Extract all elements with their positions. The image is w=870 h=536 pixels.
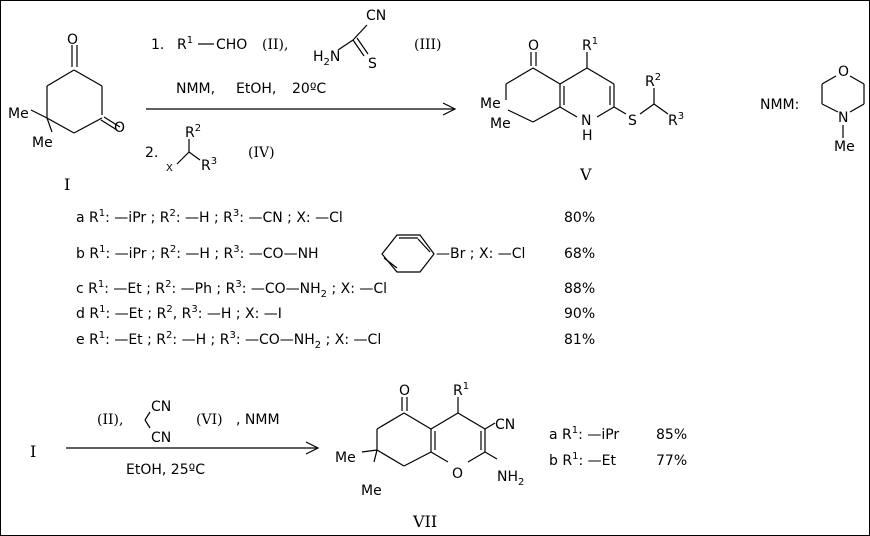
step1-r1: R1 (177, 35, 193, 53)
scheme2-conditions: EtOH, 25ºC (126, 462, 205, 478)
nmm-def-n: N (838, 110, 848, 126)
step1-reagents: 1. R1 CHO (II), CN H2N S (III) (151, 8, 442, 72)
step2-number: 2. (145, 145, 158, 161)
row-c-yield: 88% (564, 281, 595, 297)
compound-I-me1: Me (8, 106, 29, 122)
step2-x: X (166, 163, 173, 174)
product-V-structure: O R1 Me Me N H S R2 R3 V (480, 36, 684, 184)
scheme2-cn1: CN (151, 399, 171, 415)
product-VII-o: O (399, 383, 410, 399)
row-c: c R1: —Et ; R2: —Ph ; R3: —CO—NH2 ; X: —… (76, 279, 387, 300)
compound-I-o-bottom: O (114, 120, 125, 136)
product-VII-nh2: NH2 (497, 469, 524, 488)
row-b: b R1: —iPr ; R2: —H ; R3: —CO—NH (76, 244, 319, 262)
step1-cho: CHO (216, 37, 247, 53)
row-d: d R1: —Et ; R2, R3: —H ; X: —I (76, 304, 282, 322)
substituent-table: a R1: —iPr ; R2: —H ; R3: —CN ; X: —Cl 8… (76, 208, 595, 351)
product-V-s: S (628, 113, 637, 129)
nmm-definition: NMM: O N Me (760, 64, 865, 155)
yield-VII-a: a R1: —iPr (549, 425, 619, 443)
compound-I-label: I (64, 175, 70, 194)
product-VII-label: VII (412, 512, 437, 531)
scheme2-reagent-II: (II), (97, 412, 123, 428)
product-VII-me1: Me (335, 450, 356, 466)
step2-reagents: 2. X R2 R3 (IV) (145, 123, 275, 174)
step2-r3: R3 (201, 156, 217, 174)
row-d-yield: 90% (564, 306, 595, 322)
product-VII-yields: a R1: —iPr 85% b R1: —Et 77% (549, 425, 687, 469)
nmm-def-o: O (838, 64, 849, 80)
step1-conditions: NMM, EtOH, 20ºC (176, 81, 326, 97)
step1-cmpd-II: (II), (262, 37, 288, 53)
compound-I-structure: O O Me Me I (8, 32, 125, 194)
step1-h2n: H2N (313, 49, 340, 68)
step2-r2: R2 (185, 123, 201, 141)
row-e: e R1: —Et ; R2: —H ; R3: —CO—NH2 ; X: —C… (76, 330, 381, 351)
cond-temp: 20ºC (292, 81, 326, 97)
product-VII-o-ring: O (452, 466, 463, 482)
product-V-h: H (582, 128, 593, 144)
product-V-r1: R1 (582, 36, 598, 54)
step2-cmpd-IV: (IV) (248, 145, 275, 161)
product-V-label: V (579, 165, 592, 184)
nmm-def-me: Me (834, 139, 855, 155)
cond-solvent: EtOH, (236, 81, 276, 97)
product-V-r3: R3 (668, 111, 684, 129)
cond-nmm: NMM, (176, 81, 215, 97)
scheme2-cn2: CN (151, 430, 171, 446)
product-VII-structure: O R1 CN Me Me O NH2 VII (335, 381, 524, 531)
scheme2-nmm: , NMM (236, 412, 280, 428)
compound-I-o-top: O (67, 32, 78, 48)
row-b-benzene-ring (381, 234, 435, 273)
yield-VII-b-value: 77% (656, 453, 687, 469)
scheme2: I (II), CN CN (VI) , NMM EtOH, 25ºC (30, 381, 687, 531)
row-b-yield: 68% (564, 246, 595, 262)
yield-VII-b: b R1: —Et (549, 451, 616, 469)
nmm-def-label: NMM: (760, 97, 799, 113)
step1-number: 1. (151, 37, 164, 53)
compound-I-me2: Me (32, 135, 53, 151)
product-V-r2: R2 (645, 72, 661, 90)
product-VII-r1: R1 (453, 381, 469, 399)
product-V-me2: Me (490, 116, 511, 132)
row-b-br: —Br ; X: —Cl (436, 246, 525, 262)
yield-VII-a-value: 85% (656, 427, 687, 443)
product-V-o: O (528, 38, 539, 54)
step1-cmpd-III: (III) (414, 37, 442, 53)
product-VII-me2: Me (361, 483, 382, 499)
step1-cn: CN (366, 8, 386, 24)
product-V-me1: Me (480, 96, 501, 112)
row-a-yield: 80% (564, 210, 595, 226)
scheme2-reagent-VI: (VI) (196, 412, 223, 428)
reaction-arrow-1 (146, 102, 457, 116)
step1-s: S (368, 56, 377, 72)
product-V-n: N (581, 113, 591, 129)
row-a: a R1: —iPr ; R2: —H ; R3: —CN ; X: —Cl (76, 208, 343, 226)
row-e-yield: 81% (564, 332, 595, 348)
scheme2-start: I (30, 442, 36, 461)
product-VII-cn: CN (495, 417, 515, 433)
